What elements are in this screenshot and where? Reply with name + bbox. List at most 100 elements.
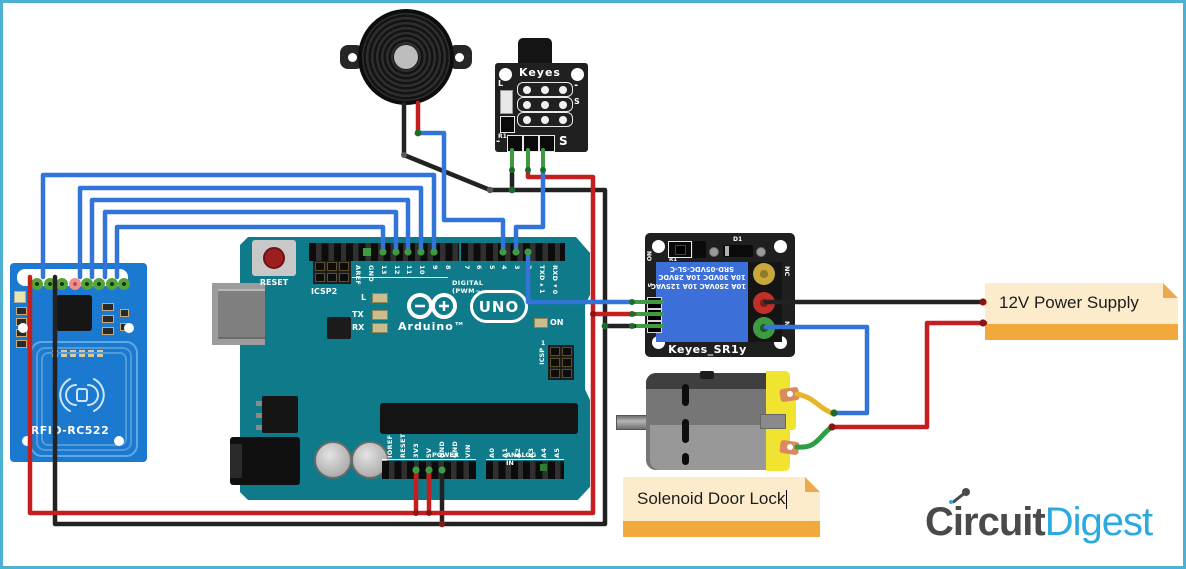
keyes-pad-row — [517, 112, 573, 127]
keyes-hole — [499, 68, 512, 81]
note-fold — [805, 477, 820, 492]
note-text: Solenoid Door Lock — [637, 489, 788, 510]
motor-yellow-lead[interactable] — [794, 391, 835, 416]
silkscreen-line — [382, 459, 476, 460]
psu-positive-wire[interactable] — [829, 320, 988, 430]
relay-signal-wire[interactable] — [525, 249, 635, 305]
rfid-chip — [56, 295, 92, 331]
text-cursor — [786, 490, 788, 510]
rfid-pin-3 — [56, 278, 68, 290]
rfid-led — [14, 291, 26, 303]
icsp2-label: ICSP2 — [311, 287, 338, 296]
motor-body — [646, 371, 768, 470]
buzzer[interactable] — [358, 9, 454, 105]
keyes-hdr-s: S — [559, 134, 568, 148]
relay-no-to-solenoid-wire[interactable] — [763, 324, 870, 416]
led-on-label: ON — [550, 318, 564, 327]
rfid-smd — [102, 303, 114, 311]
silkscreen-line — [486, 459, 564, 460]
pin-label: 4 — [500, 265, 508, 270]
rfid-signal-wire-4[interactable] — [102, 209, 399, 280]
note-12v-power-supply[interactable]: 12V Power Supply — [985, 283, 1178, 340]
rfid-pin-7 — [106, 278, 118, 290]
keyes-r1-label: R1 — [498, 133, 507, 140]
relay-screw-nc[interactable] — [753, 263, 775, 285]
regulator-leg — [256, 413, 264, 418]
rfid-antenna — [30, 341, 138, 457]
led-on — [534, 318, 548, 328]
logo-probe-tip — [962, 488, 970, 496]
keyes-l-label: L — [498, 79, 504, 88]
regulator-leg — [256, 425, 264, 430]
digital-caption: DIGITAL (PWM~ — [452, 279, 484, 295]
relay-diode — [723, 245, 753, 257]
regulator-leg — [256, 401, 264, 406]
relay-d1-label: D1 — [733, 236, 743, 243]
keyes-hdr-minus: - — [496, 136, 501, 147]
power-jack — [230, 437, 300, 485]
relay-edge-s: S — [646, 283, 653, 288]
rfid-signal-wire-5[interactable] — [114, 224, 386, 280]
bend-dots-red — [413, 298, 987, 528]
icsp-pin1-label: 1 — [541, 340, 546, 347]
solenoid-lock[interactable] — [616, 368, 806, 478]
keyes-pad-row — [517, 97, 573, 112]
led-tx — [372, 310, 388, 320]
keyes-sensor-module[interactable]: Keyes L R1 - S - S — [495, 63, 588, 152]
power-bus-wire[interactable] — [27, 167, 596, 516]
rfid-signal-wire-3[interactable] — [89, 197, 411, 280]
keyes-pad-row — [517, 82, 573, 97]
junction-dots — [414, 129, 838, 417]
reset-label: RESET — [259, 278, 289, 287]
usb-connector — [212, 283, 265, 345]
relay-hole — [774, 240, 787, 253]
relay-edge-no: NO — [645, 251, 652, 262]
keyes-pin-mid — [523, 135, 539, 152]
rfid-pin-8 — [118, 278, 130, 290]
relay-body: 10A 250VAC 10A 125VAC 10A 30VDC 10A 28VD… — [651, 262, 748, 342]
logo-probe-joint — [949, 500, 953, 504]
silkscreen-line — [352, 277, 448, 278]
buzzer-center — [394, 45, 418, 69]
relay-hole — [652, 240, 665, 253]
motor-green-lead[interactable] — [794, 424, 835, 450]
buzzer-signal-wire[interactable] — [415, 130, 506, 255]
arduino-brand: Arduino™ — [398, 320, 466, 333]
note-solenoid-door-lock[interactable]: Solenoid Door Lock — [623, 477, 820, 537]
rfid-signal-wire-1[interactable] — [40, 172, 437, 280]
pin-label: GND — [367, 265, 375, 283]
rfid-signal-wire-2[interactable] — [77, 185, 424, 280]
arduino-logo — [407, 293, 457, 319]
led-l-label: L — [361, 293, 367, 302]
keyes-row2-s: S — [574, 97, 580, 106]
note-fold — [1163, 283, 1178, 298]
keyes-resistor — [500, 116, 515, 133]
rfid-smd — [16, 340, 27, 348]
bend-dots-gray — [401, 152, 494, 194]
analog-caption: ANALOG IN — [506, 451, 537, 467]
rfid-smd — [102, 315, 114, 323]
rfid-smd — [120, 309, 129, 317]
relay-no-label: N — [783, 321, 791, 327]
relay-pad — [756, 247, 766, 257]
reset-button[interactable] — [252, 240, 296, 276]
rfid-pin-4 — [69, 278, 81, 290]
voltage-regulator — [262, 396, 298, 433]
pin-label: TXD▸1 — [538, 265, 546, 294]
rfid-hole — [124, 323, 134, 333]
keyes-hole — [571, 68, 584, 81]
rfid-pin-6 — [93, 278, 105, 290]
keyes-signal-wire[interactable] — [513, 167, 546, 255]
keyes-title: Keyes — [519, 66, 561, 79]
capacitor — [351, 441, 389, 479]
rfid-rc522-module[interactable]: RFID-RC522 — [10, 263, 147, 462]
relay-nc-label: NC — [783, 266, 791, 277]
rfid-hole — [114, 436, 124, 446]
icsp-header — [548, 345, 574, 380]
pin-label: 9 — [431, 265, 439, 270]
relay-r1 — [668, 241, 692, 258]
keyes-transistor — [518, 38, 552, 63]
gnd-bus-wire[interactable] — [52, 101, 608, 527]
